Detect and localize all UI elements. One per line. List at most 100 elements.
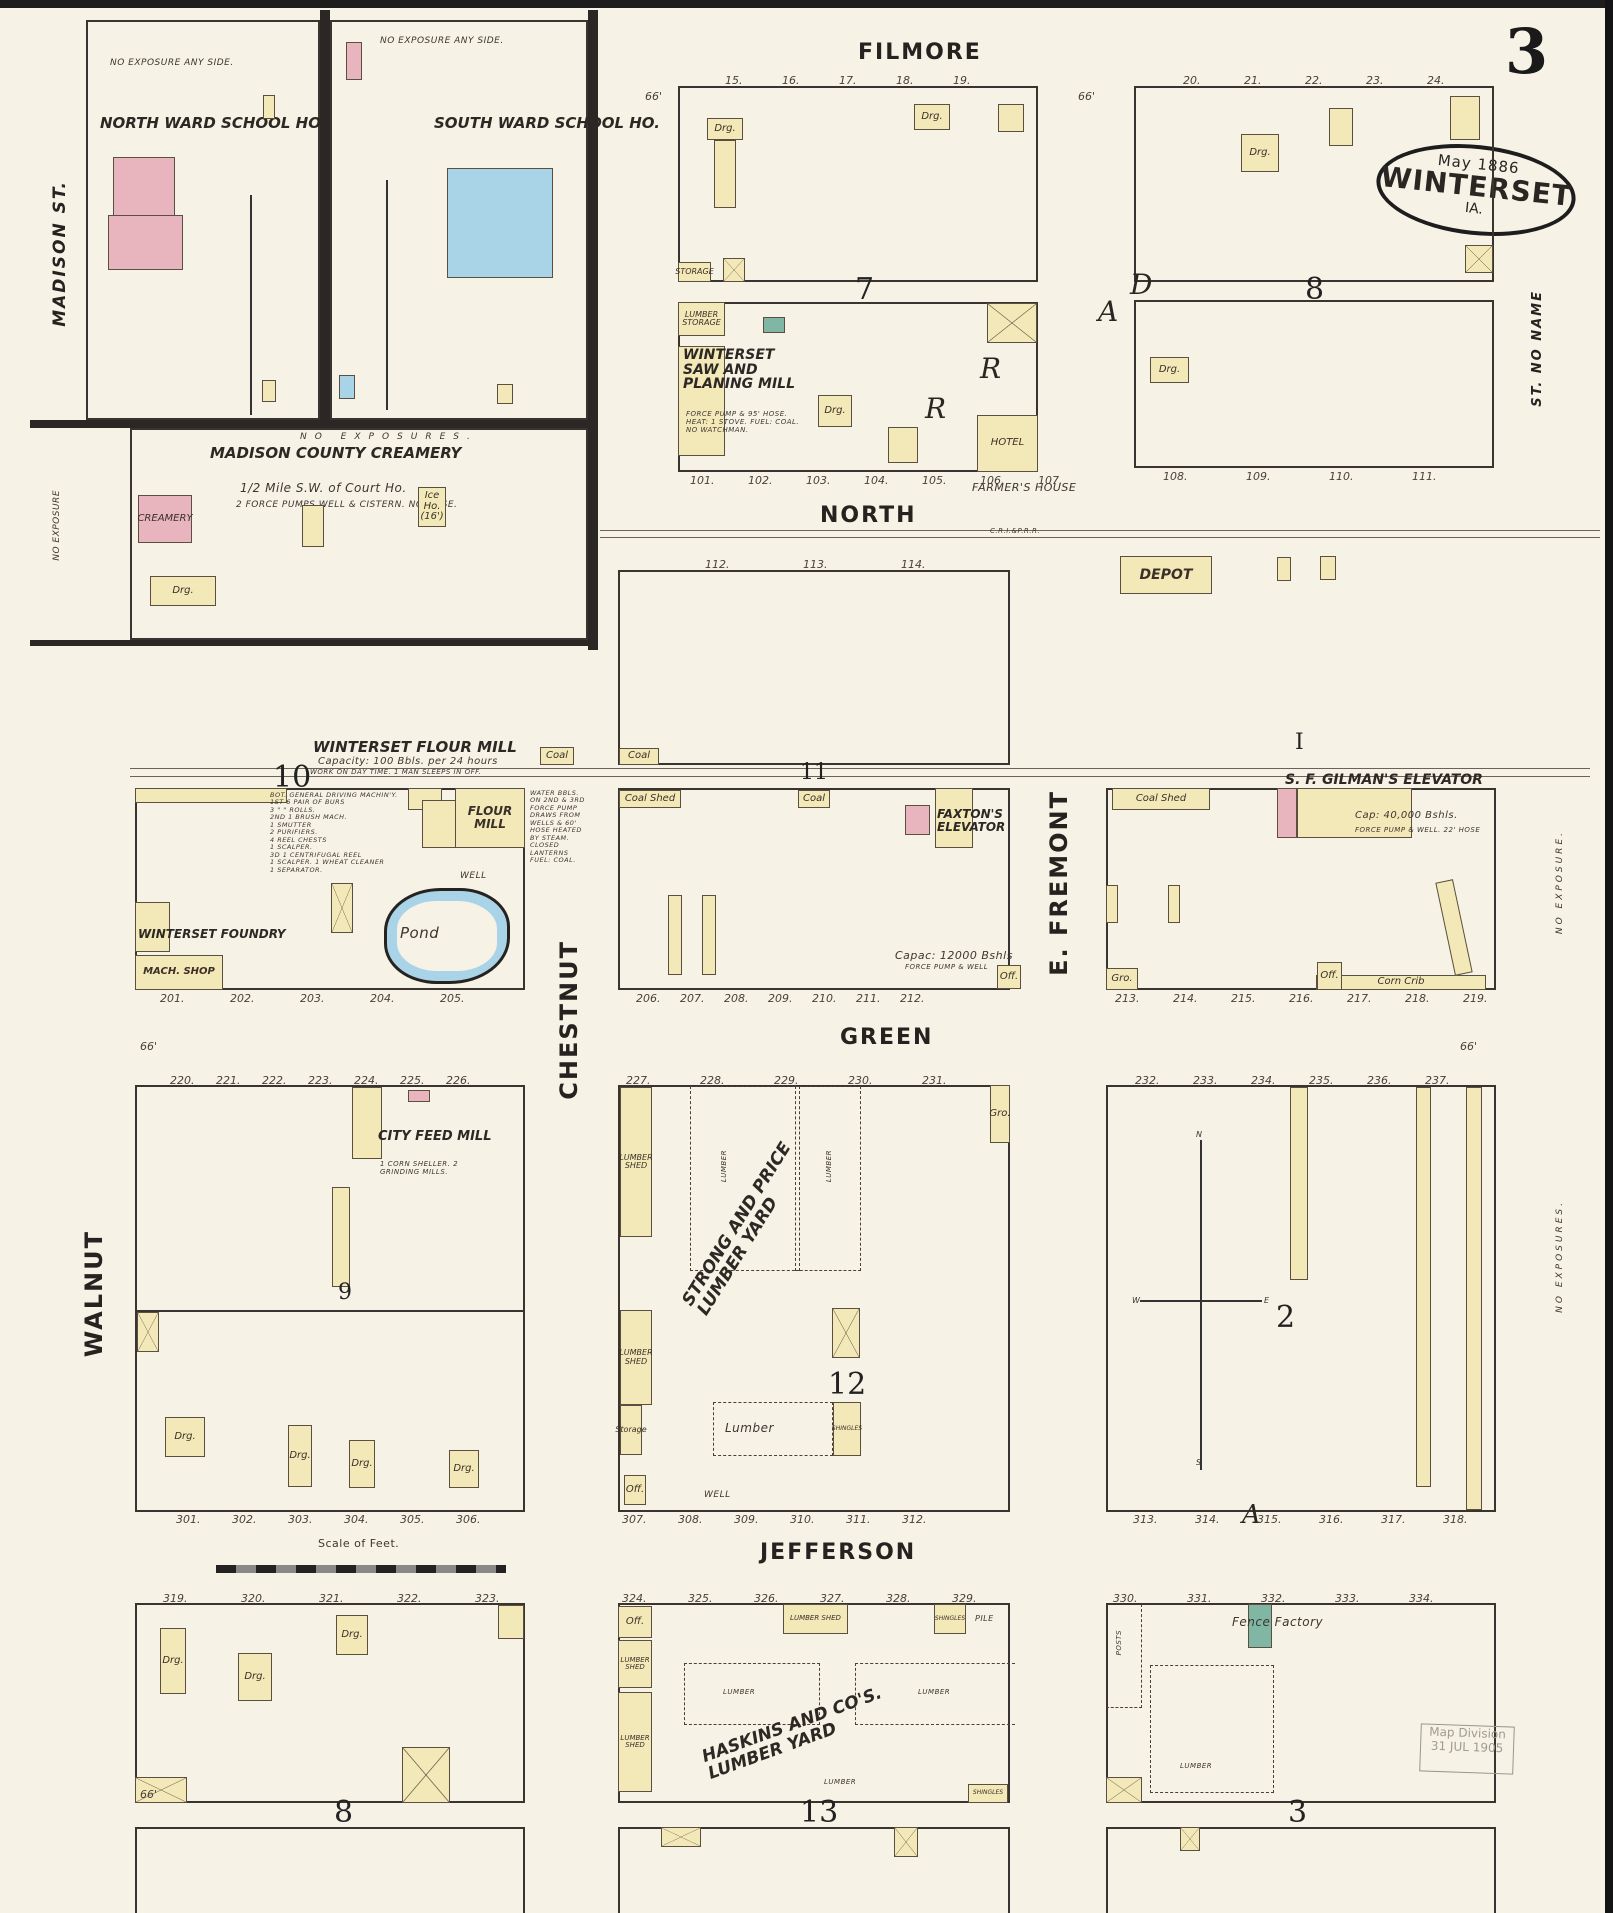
engine-room [422, 800, 456, 848]
lumber-label: LUMBER [825, 1150, 833, 1183]
outbuilding [1277, 557, 1291, 581]
south-ward-inset [330, 20, 588, 420]
lot-numbers-block-11-south: 206. 207. 208. 209. 210. 211. 212. [636, 992, 925, 1005]
pond-label: Pond [400, 924, 440, 942]
block-11-north [618, 570, 1010, 765]
engine-house [905, 805, 930, 835]
scale-title: Scale of Feet. [318, 1537, 400, 1550]
dwelling: Drg. [1241, 134, 1279, 172]
street-madison: MADISON ST. [50, 180, 70, 327]
block-south-3 [1106, 1827, 1496, 1913]
block-8-top [1134, 300, 1494, 468]
dwelling: Drg. [238, 1653, 272, 1701]
fence-factory [1248, 1604, 1272, 1648]
depot-building: DEPOT [1120, 556, 1212, 594]
inset-border [30, 420, 596, 428]
railroad-label: C.R.I.&P.R.R. [990, 527, 1041, 535]
addition-letter: D [1130, 268, 1153, 301]
flour-mill-work-note: WORK ON DAY TIME. 1 MAN SLEEPS IN OFF. [310, 768, 482, 776]
dwelling-wing [714, 140, 736, 208]
corn-crib: Corn Crib [1316, 975, 1486, 990]
lumber-pile-area [855, 1663, 1015, 1725]
flour-mill-building: FLOUR MILL [455, 788, 525, 848]
dwelling [1329, 108, 1353, 146]
office: Off. [1317, 962, 1342, 990]
lumber-shed: LUMBER SHED [619, 1087, 653, 1237]
street-width: 66' [645, 90, 663, 103]
dwelling [1450, 96, 1480, 140]
storage-building: STORAGE [675, 262, 714, 282]
lumber-shed: LUMBER SHED [783, 1604, 848, 1634]
block-number-1: I [1295, 730, 1304, 755]
dwelling: Drg. [449, 1450, 479, 1488]
corn-crib [1416, 1087, 1431, 1487]
pond [384, 888, 510, 984]
north-ward-title: NORTH WARD SCHOOL HO. [100, 114, 327, 132]
pile-label: PILE [975, 1614, 994, 1623]
gilman-elevator-building [1297, 788, 1412, 838]
no-exposures-note: NO EXPOSURES. [1555, 1200, 1565, 1313]
machine-shop: MACH. SHOP [135, 955, 223, 990]
dwelling: Drg. [1150, 357, 1189, 383]
outbuilding [497, 384, 513, 404]
outbuilding [1106, 885, 1118, 923]
street-width: 66' [1460, 1040, 1478, 1053]
rr-letter: R [980, 352, 1002, 385]
rr-letter: R [925, 392, 947, 425]
lot-numbers-block-10: 201. 202. 203. 204. 205. [160, 992, 465, 1005]
city-feed-mill-building [352, 1087, 382, 1159]
foundry-title: WINTERSET FOUNDRY [138, 927, 286, 941]
outbuilding [346, 42, 362, 80]
block-3 [1106, 1603, 1496, 1803]
coal-shed: Coal [619, 748, 659, 765]
office: Off. [997, 965, 1021, 989]
creamery-note: 2 FORCE PUMPS WELL & CISTERN. NO HOSE. [236, 500, 458, 510]
lumber-label: Lumber [725, 1421, 774, 1435]
dwelling: Drg. [165, 1417, 205, 1457]
street-walnut: WALNUT [80, 1230, 108, 1358]
outbuilding [1320, 556, 1336, 580]
stable [1106, 1777, 1142, 1803]
sheet-right-edge [1605, 0, 1613, 1913]
block-number-3: 3 [1288, 1795, 1308, 1830]
south-ward-school-building [447, 168, 553, 278]
creamery-inset [130, 428, 588, 640]
shingles-shed: SHINGLES [934, 1604, 966, 1634]
no-exposure-note: NO EXPOSURE ANY SIDE. [380, 36, 504, 46]
posts-area [1106, 1604, 1142, 1708]
lot-numbers-block-2-south: 313. 314. 315. 316. 317. 318. [1133, 1513, 1468, 1526]
engine-house [1277, 788, 1297, 838]
storage: Storage [615, 1405, 647, 1455]
compass-rose-icon [1200, 1140, 1202, 1470]
stable [661, 1827, 701, 1847]
dwelling [498, 1605, 524, 1639]
coal-shed: Coal Shed [1112, 788, 1210, 810]
creamery-title: MADISON COUNTY CREAMERY [210, 444, 462, 462]
block-9 [135, 1085, 525, 1512]
scale-bar [216, 1565, 506, 1573]
flour-mill-machinery: BOT. GENERAL DRIVING MACHIN'Y. 1ST 6 PAI… [270, 791, 398, 874]
lot-numbers-block-12-south: 307. 308. 309. 310. 311. 312. [622, 1513, 927, 1526]
lot-numbers-filmore: 15. 16. 17. 18. 19. [725, 74, 971, 87]
dwelling: Drg. [707, 118, 743, 140]
stable [402, 1747, 450, 1803]
block-11-south [618, 788, 1010, 990]
coal-shed: Coal Shed [619, 790, 681, 808]
saw-mill-title: WINTERSET SAW AND PLANING MILL [683, 347, 796, 393]
flour-mill-capacity: Capacity: 100 Bbls. per 24 hours [318, 756, 498, 767]
block-number-7: 7 [855, 272, 875, 307]
dwelling: Drg. [288, 1425, 312, 1487]
railroad-track [600, 530, 1600, 531]
lot-numbers-block-12: 227. 228. 229. 230. 231. [626, 1074, 947, 1087]
creamery-building: CREAMERY [137, 495, 193, 543]
stable [135, 1777, 187, 1803]
faxton-elevator-title: FAXTON'S ELEVATOR [937, 807, 1006, 834]
stable [987, 303, 1037, 343]
faxton-capacity: Capac: 12000 Bshls [895, 949, 1013, 962]
creamery-outbuilding [302, 505, 324, 547]
compass-s: S [1196, 1458, 1202, 1467]
faxton-note: FORCE PUMP & WELL [905, 963, 989, 971]
lumber-label: LUMBER [723, 1688, 756, 1696]
farmers-house-label: FARMER'S HOUSE [972, 481, 1077, 494]
